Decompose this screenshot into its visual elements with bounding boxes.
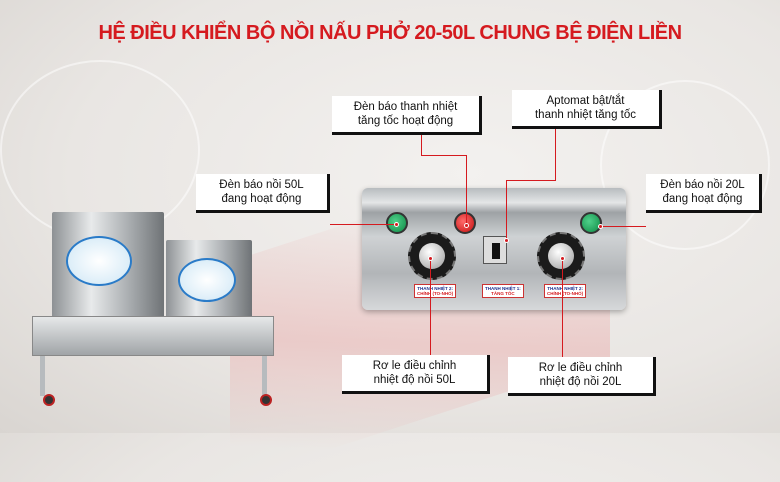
leader-dot — [464, 223, 469, 228]
leader-dot — [560, 256, 565, 261]
wheel — [260, 394, 272, 406]
leader-dot — [504, 238, 509, 243]
leader-line — [466, 155, 467, 225]
page-title: HỆ ĐIỀU KHIỂN BỘ NỒI NẤU PHỞ 20-50L CHUN… — [98, 22, 682, 44]
leg — [40, 356, 45, 396]
panel-tag-left: THANH NHIỆT 2:CHÍNH (TO-NHỎ) — [414, 284, 457, 298]
leg — [262, 356, 267, 396]
leader-dot — [598, 224, 603, 229]
control-panel: THANH NHIỆT 2:CHÍNH (TO-NHỎ) THANH NHIỆT… — [362, 188, 626, 310]
pot-label — [66, 236, 132, 286]
breaker-switch[interactable] — [483, 236, 507, 264]
wheel — [43, 394, 55, 406]
panel-tag-right: THANH NHIỆT 2:CHÍNH (TO-NHỎ) — [544, 284, 587, 298]
relay-knob-50l[interactable] — [408, 232, 456, 280]
background-bowl — [600, 80, 770, 250]
leader-line — [430, 258, 431, 356]
leader-dot — [428, 256, 433, 261]
leader-line — [506, 180, 556, 181]
pot-label — [178, 258, 236, 302]
leader-line — [555, 126, 556, 181]
leader-line — [562, 258, 563, 358]
lamp-20l — [580, 212, 602, 234]
leader-line — [506, 180, 507, 240]
panel-tag-center: THANH NHIỆT 1:TĂNG TỐC — [482, 284, 524, 298]
leader-line — [421, 155, 467, 156]
leader-dot — [394, 222, 399, 227]
leader-line — [600, 226, 646, 227]
leader-line — [421, 132, 422, 156]
stove-base — [32, 316, 274, 356]
leader-line — [330, 224, 397, 225]
